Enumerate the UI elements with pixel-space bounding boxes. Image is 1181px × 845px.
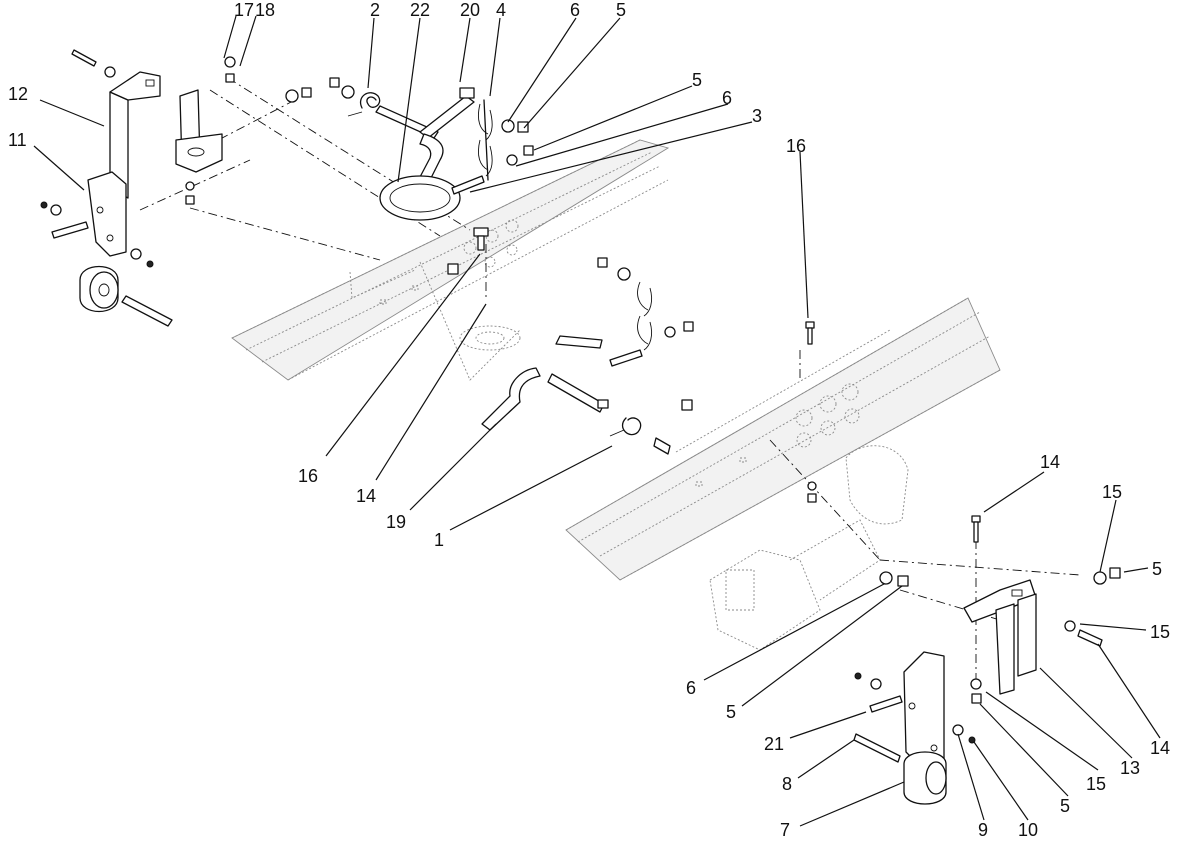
right-frame-rail: [565, 297, 1001, 651]
callout-20: 20: [460, 0, 480, 20]
callout-14c: 14: [1150, 738, 1170, 758]
lower-lever-assembly: [481, 257, 817, 503]
callout-6b: 6: [722, 88, 732, 108]
callout-labels: 17 18 2 22 20 4 6 5 5 6 3 12 11 16 16 14…: [8, 0, 1170, 840]
callout-13: 13: [1120, 758, 1140, 778]
callout-5c: 5: [1152, 559, 1162, 579]
upper-lever-assembly: [329, 77, 534, 275]
callout-5e: 5: [726, 702, 736, 722]
callout-22: 22: [410, 0, 430, 20]
alignment-lines: [139, 77, 1081, 680]
callout-21: 21: [764, 734, 784, 754]
callout-15a: 15: [1102, 482, 1122, 502]
right-roller: [853, 733, 947, 805]
callout-14a: 14: [356, 486, 376, 506]
callout-6a: 6: [570, 0, 580, 20]
left-bracket: [87, 171, 127, 257]
callout-5a: 5: [616, 0, 626, 20]
leader-lines: [33, 15, 1161, 827]
callout-18: 18: [255, 0, 275, 20]
callout-14b: 14: [1040, 452, 1060, 472]
callout-3: 3: [752, 106, 762, 126]
left-frame-rail: [231, 139, 670, 381]
callout-11: 11: [8, 130, 27, 150]
callout-2: 2: [370, 0, 380, 20]
callout-7: 7: [780, 820, 790, 840]
right-mount-plate: [963, 515, 1037, 695]
callout-19: 19: [386, 512, 406, 532]
callout-16a: 16: [786, 136, 806, 156]
left-mount-plate: [109, 71, 223, 199]
callout-16b: 16: [298, 466, 318, 486]
callout-1: 1: [434, 530, 444, 550]
callout-10: 10: [1018, 820, 1038, 840]
callout-17: 17: [234, 0, 254, 20]
callout-5b: 5: [692, 70, 702, 90]
callout-8: 8: [782, 774, 792, 794]
callout-15c: 15: [1086, 774, 1106, 794]
callout-6c: 6: [686, 678, 696, 698]
right-fasteners: [854, 567, 1121, 744]
callout-5d: 5: [1060, 796, 1070, 816]
left-fasteners: [40, 49, 312, 268]
callout-12: 12: [8, 84, 28, 104]
callout-15b: 15: [1150, 622, 1170, 642]
callout-4: 4: [496, 0, 506, 20]
callout-9: 9: [978, 820, 988, 840]
left-roller: [79, 266, 173, 327]
